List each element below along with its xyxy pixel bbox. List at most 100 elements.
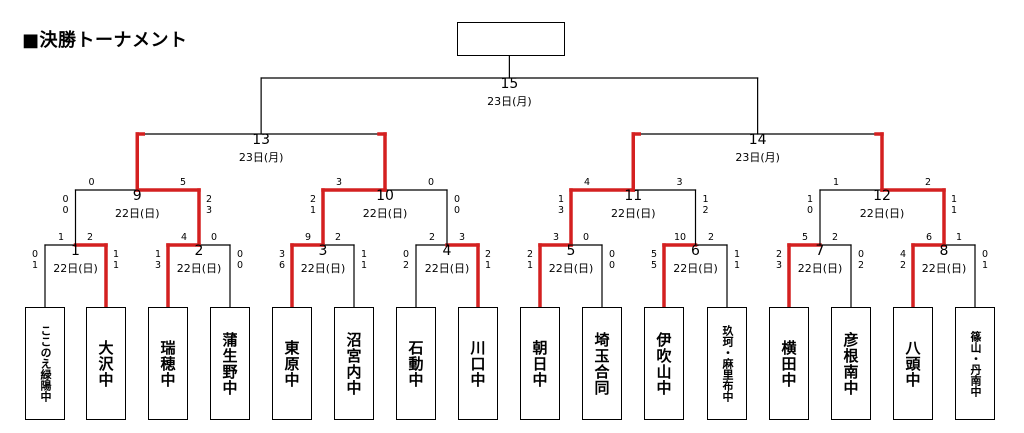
half-score-right: 00 <box>453 194 461 216</box>
team-name: 川口中 <box>468 339 487 388</box>
half-score-left: 01 <box>31 249 39 271</box>
score-right: 2 <box>707 232 715 243</box>
team-name: 瑞穂中 <box>158 339 177 388</box>
team-name: 石動中 <box>406 339 425 388</box>
team-box: 大沢中 <box>86 307 126 420</box>
match-date: 22日(日) <box>859 207 905 220</box>
match-date: 22日(日) <box>114 207 160 220</box>
match-date: 23日(月) <box>238 151 284 164</box>
match-date: 22日(日) <box>610 207 656 220</box>
team-box: ここのえ緑陽中 <box>25 307 65 420</box>
team-box: 篠山・丹南中 <box>955 307 995 420</box>
score-right: 1 <box>955 232 963 243</box>
match-date: 22日(日) <box>300 262 346 275</box>
half-score-left: 13 <box>557 194 565 216</box>
score-left: 3 <box>335 177 343 188</box>
half-score-left: 42 <box>899 249 907 271</box>
score-right: 2 <box>334 232 342 243</box>
match-date: 22日(日) <box>548 262 594 275</box>
team-name: 沼宮内中 <box>344 331 363 396</box>
score-right: 0 <box>210 232 218 243</box>
match-number: 2 <box>194 243 204 259</box>
champion-box <box>457 22 565 56</box>
team-box: 彦根南中 <box>831 307 871 420</box>
score-left: 1 <box>832 177 840 188</box>
score-right: 0 <box>427 177 435 188</box>
score-left: 0 <box>88 177 95 188</box>
match-number: 15 <box>500 76 519 92</box>
match-date: 22日(日) <box>921 262 967 275</box>
score-left: 1 <box>57 232 65 243</box>
team-box: 伊吹山中 <box>644 307 684 420</box>
match-number: 4 <box>442 243 452 259</box>
half-score-left: 21 <box>309 194 317 216</box>
team-name: 横田中 <box>779 339 798 388</box>
team-name: 埼玉合同 <box>592 331 611 396</box>
match-date: 22日(日) <box>362 207 408 220</box>
score-right: 2 <box>86 232 94 243</box>
score-left: 3 <box>552 232 560 243</box>
half-score-left: 21 <box>526 249 534 271</box>
team-box: 沼宮内中 <box>334 307 374 420</box>
score-left: 6 <box>925 232 933 243</box>
match-date: 22日(日) <box>673 262 718 275</box>
team-name: 伊吹山中 <box>654 331 673 396</box>
match-number: 1 <box>71 243 80 259</box>
team-name: ここのえ緑陽中 <box>39 325 52 402</box>
team-box: 横田中 <box>769 307 809 420</box>
team-box: 八頭中 <box>893 307 933 420</box>
half-score-right: 21 <box>484 249 492 271</box>
team-name: 蒲生野中 <box>220 331 239 396</box>
match-date: 22日(日) <box>424 262 470 275</box>
team-name: 東原中 <box>282 339 301 388</box>
half-score-left: 55 <box>650 249 658 271</box>
team-name: 大沢中 <box>96 339 115 388</box>
team-box: 東原中 <box>272 307 312 420</box>
half-score-right: 02 <box>857 249 865 271</box>
match-number: 12 <box>873 188 891 204</box>
half-score-left: 13 <box>154 249 162 271</box>
score-left: 2 <box>428 232 436 243</box>
score-right: 3 <box>676 177 683 188</box>
match-number: 9 <box>132 188 142 204</box>
half-score-right: 01 <box>981 249 989 271</box>
match-date: 22日(日) <box>797 262 843 275</box>
team-name: 玖珂・麻里布中 <box>721 325 734 402</box>
score-left: 10 <box>673 232 687 243</box>
match-number: 3 <box>318 243 328 259</box>
team-box: 石動中 <box>396 307 436 420</box>
half-score-right: 23 <box>205 194 213 216</box>
half-score-right: 11 <box>112 249 120 271</box>
match-number: 5 <box>566 243 576 259</box>
half-score-left: 00 <box>62 194 69 216</box>
team-box: 埼玉合同 <box>582 307 622 420</box>
score-right: 3 <box>458 232 466 243</box>
half-score-left: 36 <box>278 249 286 271</box>
team-box: 川口中 <box>458 307 498 420</box>
match-date: 23日(月) <box>735 151 780 164</box>
half-score-right: 11 <box>733 249 741 271</box>
match-number: 13 <box>252 132 271 148</box>
score-right: 2 <box>924 177 932 188</box>
team-name: 彦根南中 <box>841 331 860 396</box>
score-left: 5 <box>801 232 809 243</box>
team-name: 八頭中 <box>903 339 922 388</box>
score-left: 9 <box>304 232 312 243</box>
half-score-right: 12 <box>702 194 709 216</box>
match-number: 7 <box>815 243 825 259</box>
match-number: 8 <box>939 243 949 259</box>
match-number: 11 <box>624 188 643 204</box>
half-score-left: 02 <box>402 249 410 271</box>
match-date: 22日(日) <box>53 262 98 275</box>
match-number: 10 <box>376 188 394 204</box>
team-box: 瑞穂中 <box>148 307 188 420</box>
team-name: 篠山・丹南中 <box>969 330 982 397</box>
half-score-right: 00 <box>608 249 616 271</box>
score-right: 2 <box>831 232 839 243</box>
team-box: 玖珂・麻里布中 <box>707 307 747 420</box>
match-date: 23日(月) <box>487 95 532 108</box>
match-number: 6 <box>691 243 700 259</box>
half-score-right: 11 <box>360 249 368 271</box>
score-right: 0 <box>582 232 590 243</box>
